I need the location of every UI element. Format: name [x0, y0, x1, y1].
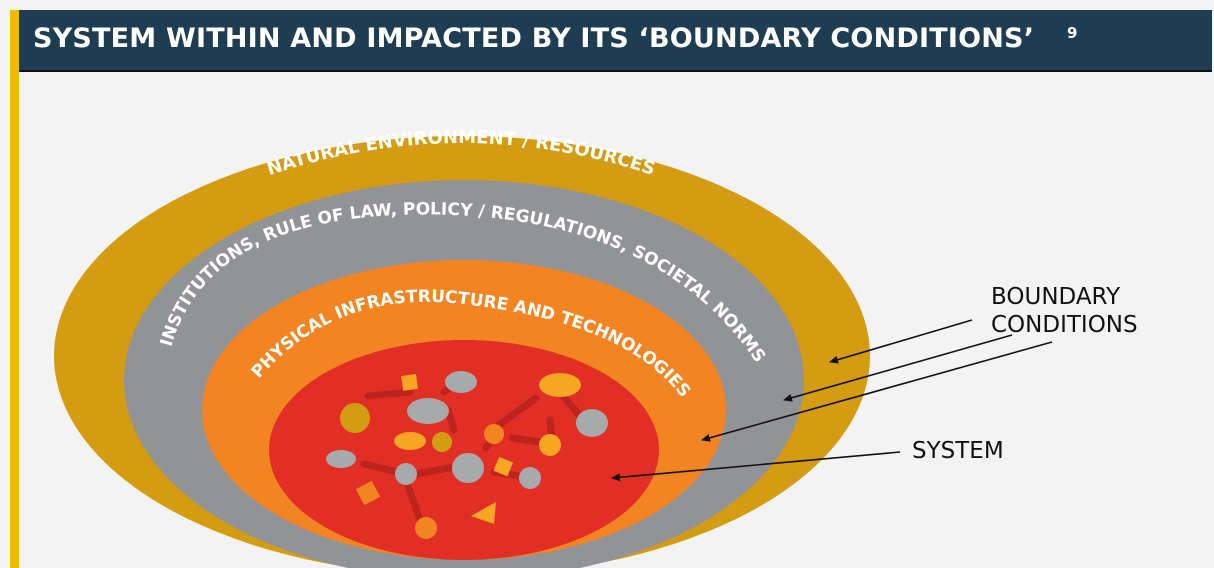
arrow-to-system [611, 451, 901, 482]
arrow-to-natural-environment [829, 319, 973, 364]
node-orange-light [539, 434, 561, 456]
node-gold [340, 403, 370, 433]
node-square-orange [355, 480, 381, 506]
boundary-label-line2: CONDITIONS [991, 312, 1138, 338]
node-gray [395, 463, 417, 485]
node-orange [415, 517, 437, 539]
node-triangle [471, 502, 496, 524]
node-gray [326, 450, 356, 468]
node-orange-light [394, 432, 426, 450]
node-gray [576, 409, 608, 437]
node-orange [484, 424, 504, 444]
callout-arrows [611, 319, 1053, 482]
node-square-orange [493, 456, 514, 477]
node-gold [432, 432, 452, 452]
node-gray [445, 371, 477, 393]
arrow-to-institutions [783, 334, 1013, 402]
node-gray [519, 467, 541, 489]
accent-bar [10, 10, 19, 568]
node-square-orange [401, 373, 419, 391]
boundary-label-line1: BOUNDARY [991, 284, 1121, 310]
node-orange-light [539, 373, 581, 397]
boundary-conditions-label: BOUNDARY CONDITIONS [991, 283, 1138, 339]
arrow-to-infrastructure [701, 341, 1053, 442]
figure-header: SYSTEM WITHIN AND IMPACTED BY ITS ‘BOUND… [19, 10, 1212, 72]
figure-title: SYSTEM WITHIN AND IMPACTED BY ITS ‘BOUND… [33, 23, 1035, 54]
footnote-marker: 9 [1067, 24, 1078, 42]
system-nodes [326, 371, 608, 539]
node-gray [407, 398, 449, 424]
system-label: SYSTEM [912, 438, 1004, 464]
node-gray [452, 453, 484, 483]
